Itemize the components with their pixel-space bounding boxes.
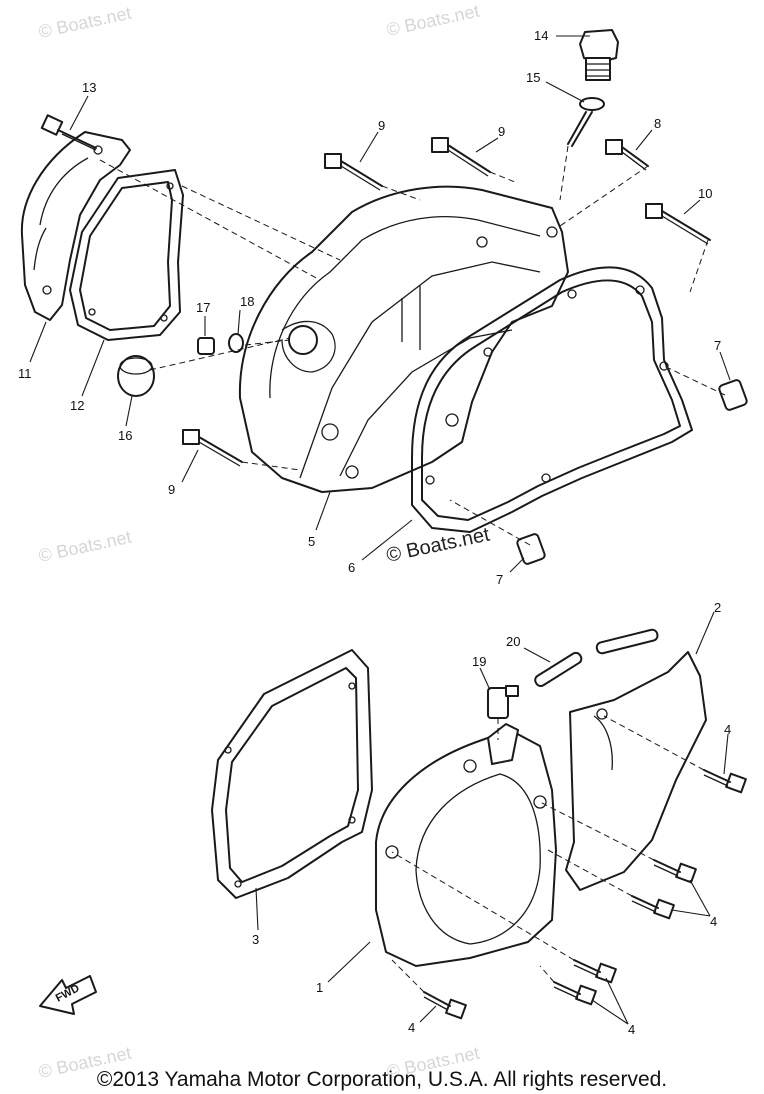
callout-4: 4 [408,1020,415,1035]
callout-4: 4 [628,1022,635,1037]
part-1-magneto-cover [375,723,557,967]
callout-1: 1 [316,980,323,995]
callout-7: 7 [714,338,721,353]
part-7-dowel [718,379,748,411]
part-13-bolt [40,114,97,151]
callout-7: 7 [496,572,503,587]
callout-9: 9 [168,482,175,497]
part-8-bolt [605,139,649,171]
callout-8: 8 [654,116,661,131]
part-4-bolt [703,769,747,794]
callout-13: 13 [82,80,96,95]
part-4-bolt [631,895,675,920]
assembly-lines-lower [391,715,705,993]
watermark: © Boats.net [37,527,133,566]
part-15-o-ring [567,97,605,147]
callout-10: 10 [698,186,712,201]
part-16-plug [117,355,155,397]
callout-14: 14 [534,28,548,43]
callout-leaders [29,35,731,1025]
callout-4: 4 [710,914,717,929]
part-11-cover [20,131,131,321]
callout-2: 2 [714,600,721,615]
part-14-filler-plug [579,29,619,81]
watermark: © Boats.net [37,3,133,42]
part-6-gasket [411,266,693,533]
part-4-bolt [653,859,697,884]
callout-4: 4 [724,722,731,737]
fwd-arrow-icon: FWD [39,975,97,1015]
part-20-tube [534,628,659,687]
callout-9: 9 [498,124,505,139]
part-18-washer [228,333,244,353]
part-4-bolt [553,981,597,1006]
callout-17: 17 [196,300,210,315]
assembly-lines-upper [99,145,726,546]
part-3-gasket [211,649,373,899]
part-4-bolt [573,959,617,984]
callout-6: 6 [348,560,355,575]
callout-11: 11 [18,366,32,381]
part-10-bolt [645,203,711,245]
part-19-fitting [487,685,519,719]
part-5-crankcase-cover [238,185,569,493]
part-2-side-cover [565,651,707,891]
callout-3: 3 [252,932,259,947]
part-4-bolt [423,991,467,1020]
callout-12: 12 [70,398,84,413]
callout-5: 5 [308,534,315,549]
part-12-gasket [69,169,184,341]
callout-20: 20 [506,634,520,649]
part-9-bolt [324,153,383,191]
watermark: © Boats.net [385,1,481,40]
part-9-bolt [431,137,491,177]
callout-18: 18 [240,294,254,309]
callout-9: 9 [378,118,385,133]
part-17-nut [197,337,215,355]
part-7-dowel [516,533,546,565]
callout-19: 19 [472,654,486,669]
callouts: 13 14 15 9 9 8 10 11 12 16 17 18 7 9 5 6… [18,28,731,1037]
copyright-notice: ©2013 Yamaha Motor Corporation, U.S.A. A… [96,1068,668,1091]
part-9-bolt [182,429,243,467]
callout-15: 15 [526,70,540,85]
callout-16: 16 [118,428,132,443]
